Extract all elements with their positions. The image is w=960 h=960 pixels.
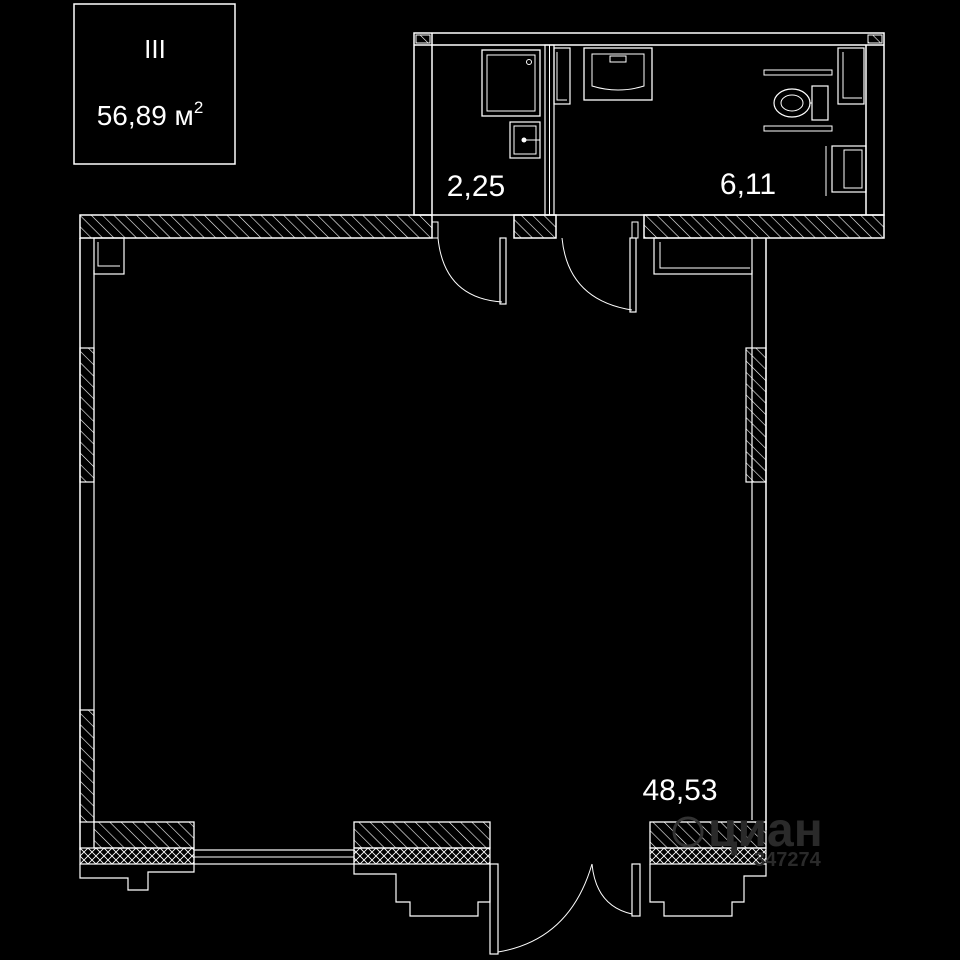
- room-area-bathroom-large: 6,11: [720, 168, 776, 201]
- top-wall: [79, 214, 885, 239]
- grab-bars: [763, 69, 833, 132]
- bathroom-door-right: [561, 221, 639, 313]
- main-room-walls: [79, 238, 767, 850]
- unit-number: III: [144, 34, 166, 64]
- toilet: [773, 85, 829, 121]
- vent-shaft: [553, 47, 865, 105]
- bathroom-block: [413, 32, 885, 216]
- watermark: циан 347274: [672, 804, 823, 871]
- corner-shaft-left: [93, 237, 125, 275]
- room-area-bathroom-small: 2,25: [447, 170, 505, 203]
- unit-area: 56,89 м2: [97, 98, 204, 131]
- room-area-main: 48,53: [642, 774, 717, 807]
- bathroom-door-left: [431, 221, 507, 305]
- corner-shaft-right: [653, 237, 753, 275]
- entrance-door: [489, 863, 641, 955]
- bidet: [825, 145, 867, 196]
- unit-label-box: III 56,89 м2: [73, 3, 236, 165]
- watermark-brand: циан: [708, 804, 823, 857]
- washbasin-small: [509, 121, 541, 159]
- watermark-code: 347274: [754, 849, 822, 871]
- bottom-facade: [79, 821, 767, 917]
- washbasin-large: [583, 47, 653, 101]
- shower-tray: [481, 49, 541, 117]
